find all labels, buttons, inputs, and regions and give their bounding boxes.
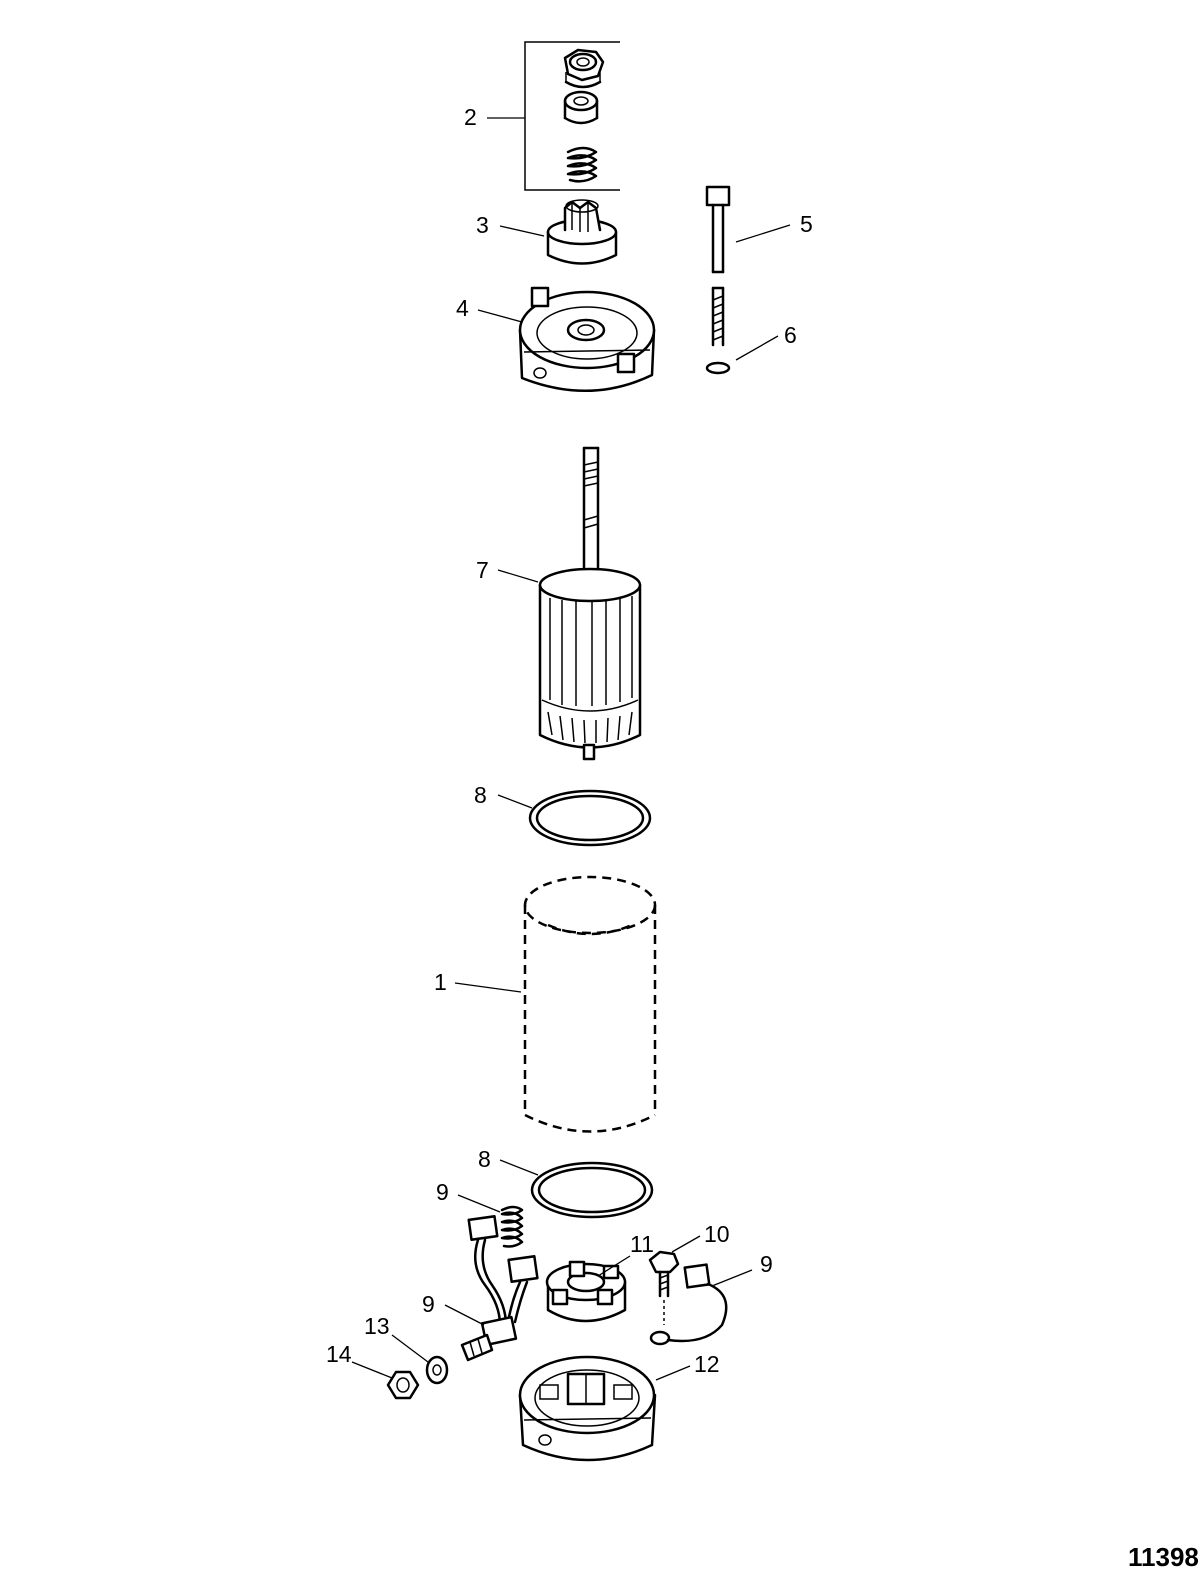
callout-2: 2 — [464, 104, 477, 130]
leader-lines — [351, 117, 791, 1381]
callout-4: 4 — [456, 295, 469, 321]
callout-3: 3 — [476, 212, 489, 238]
part-2-spring — [566, 146, 598, 183]
callout-10: 10 — [704, 1221, 730, 1247]
callout-labels: 2 3 4 5 6 7 8 1 8 9 9 9 10 11 12 13 14 — [326, 104, 813, 1377]
part-2-spacer — [563, 90, 599, 125]
callout-12: 12 — [694, 1351, 720, 1377]
part-13-washer — [425, 1355, 449, 1385]
part-2-lock-nut — [563, 48, 605, 89]
callout-1: 1 — [434, 969, 447, 995]
part-9-brush-lead-right — [649, 1263, 728, 1346]
part-5-through-bolt — [705, 185, 731, 347]
part-9-brush-lead-assembly — [460, 1215, 539, 1362]
part-12-commutator-end-cap — [518, 1355, 657, 1462]
part-7-armature — [538, 446, 642, 761]
part-10-screw — [648, 1250, 680, 1325]
callout-8-upper: 8 — [474, 782, 487, 808]
part-8-o-ring-upper — [528, 789, 652, 847]
part-6-washer — [705, 361, 731, 375]
figure-number: 11398 — [1128, 1542, 1199, 1572]
part-9-brush-spring — [500, 1205, 524, 1248]
part-8-o-ring-lower — [530, 1161, 654, 1219]
callout-9-lead-right: 9 — [760, 1251, 773, 1277]
callout-6: 6 — [784, 322, 797, 348]
part-1-housing — [523, 875, 657, 1133]
callout-7: 7 — [476, 557, 489, 583]
callout-11: 11 — [630, 1231, 654, 1257]
part-11-brush-holder — [545, 1260, 627, 1323]
part-4-end-cap — [518, 286, 656, 392]
callout-13: 13 — [364, 1313, 390, 1339]
callout-5: 5 — [800, 211, 813, 237]
part-14-nut — [386, 1370, 420, 1400]
callout-9-spring: 9 — [436, 1179, 449, 1205]
callout-9-lead-assembly: 9 — [422, 1291, 435, 1317]
callout-8-lower: 8 — [478, 1146, 491, 1172]
part-3-pinion-gear — [546, 199, 618, 265]
callout-14: 14 — [326, 1341, 352, 1367]
part-2-kit-bracket — [524, 41, 620, 191]
